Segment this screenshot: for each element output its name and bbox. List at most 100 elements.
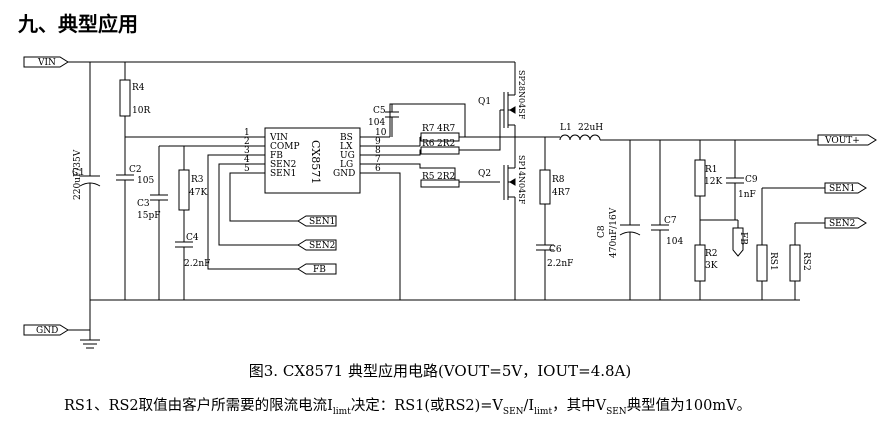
note-sub2: SEN: [502, 406, 524, 417]
q2-mosfet: Q2 SP14N04SF: [478, 155, 526, 300]
c9-ref: C9: [745, 175, 758, 185]
r1-ref: R1: [705, 165, 718, 175]
c7-capacitor: C7 104: [651, 140, 683, 300]
figure-caption: 图3. CX8571 典型应用电路(VOUT=5V，IOUT=4.8A): [248, 362, 632, 380]
vin-port: VIN: [23, 56, 69, 68]
sen1-out-port-label: SEN1: [829, 184, 855, 194]
vout-port-label: VOUT+: [824, 136, 860, 146]
c1-value: 220uF/35V: [73, 149, 83, 200]
section-heading: 九、典型应用: [18, 12, 138, 36]
cx8571-ic: 1 2 3 4 5 VIN COMP FB SEN2 SEN1 BS LX UG…: [240, 127, 390, 194]
l1-inductor: L1 22uH: [559, 123, 603, 141]
gnd-rail: [68, 299, 800, 331]
rs2-ref: RS2: [801, 252, 811, 271]
r4-ref: R4: [132, 83, 145, 93]
ic-pin4-num: 4: [244, 155, 250, 165]
c9-value: 1nF: [738, 190, 756, 200]
q1-ref: Q1: [478, 97, 491, 107]
c8-ref: C8: [597, 225, 607, 238]
ic-part-number: CX8571: [309, 140, 322, 184]
r5-ref: R5: [422, 172, 435, 182]
ic-pin6-name: GND: [333, 169, 355, 179]
note-sub1: limt: [332, 406, 351, 417]
q2-ref: Q2: [478, 169, 491, 179]
schematic: VIN GND VOUT+ SEN1 SEN2 C1 220uF/35V: [23, 56, 877, 349]
rs2-resistor: RS2: [789, 223, 811, 300]
sen2-out-port: SEN2: [795, 217, 867, 229]
gnd-port-label: GND: [36, 326, 58, 336]
r8-resistor: R8 4R7: [539, 169, 571, 245]
ic-pin9-num: 9: [375, 137, 381, 147]
c2-capacitor: C2 105: [116, 137, 154, 300]
q1-value: SP28N04SF: [517, 70, 526, 120]
note-part5: 典型值为100mV。: [626, 398, 752, 414]
note-part1: RS1、RS2取值由客户所需要的限流电流I: [64, 398, 333, 414]
ic-pin3-num: 3: [244, 146, 250, 156]
note-sub4: SEN: [606, 406, 627, 417]
ic-pin10-name: BS: [340, 133, 353, 143]
c1-ref: C1: [72, 168, 85, 178]
ic-pin9-name: LX: [340, 142, 353, 152]
q1-mosfet: Q1 SP28N04SF: [478, 62, 526, 137]
rs1-ref: RS1: [768, 252, 778, 271]
r6-resistor: R6 2R2: [420, 139, 460, 155]
c4-value: 2.2nF: [184, 259, 210, 269]
fb-node-label: FB: [738, 232, 748, 245]
note-part2: 决定：RS1(或RS2)=V: [350, 398, 503, 414]
r2-resistor: R2 3K: [694, 244, 718, 300]
c6-value: 2.2nF: [547, 259, 573, 269]
r4-resistor: R4 10R: [119, 62, 150, 137]
c5-capacitor: C5 104: [368, 104, 399, 137]
rs-selection-note: RS1、RS2取值由客户所需要的限流电流Ilimt决定：RS1(或RS2)=VS…: [64, 394, 751, 417]
r8-ref: R8: [552, 175, 565, 185]
fb-in-port: FB: [297, 263, 337, 275]
r5-resistor: R5 2R2: [420, 172, 460, 188]
c7-ref: C7: [664, 216, 677, 226]
vout-port: VOUT+: [600, 134, 877, 146]
r1-resistor: R1 12K: [694, 159, 722, 197]
ic-pin2-name: COMP: [270, 142, 300, 152]
c7-value: 104: [666, 237, 683, 247]
r2-value: 3K: [705, 261, 718, 271]
c3-value: 15pF: [137, 211, 160, 221]
ic-pin1-name: VIN: [269, 133, 288, 143]
c3-ref: C3: [137, 199, 150, 209]
c4-ref: C4: [186, 233, 199, 243]
c2-value: 105: [137, 176, 154, 186]
ic-pin5-name: SEN1: [270, 169, 296, 179]
ic-pin6-num: 6: [375, 164, 381, 174]
c8-value: 470uF/16V: [609, 207, 619, 258]
fb-node-tag: FB: [732, 220, 748, 257]
r3-value: 47K: [189, 188, 207, 198]
r5-value: 2R2: [437, 172, 455, 182]
ground-symbol: [80, 330, 100, 349]
c5-value: 104: [368, 118, 385, 128]
r1-value: 12K: [704, 177, 722, 187]
note-part3: /I: [523, 398, 535, 414]
r7-resistor: R7 4R7: [420, 124, 460, 142]
sen1-in-port-label: SEN1: [309, 217, 335, 227]
sen2-out-port-label: SEN2: [829, 219, 855, 229]
fb-in-port-label: FB: [313, 265, 326, 275]
c2-ref: C2: [129, 165, 142, 175]
gnd-port: GND: [23, 324, 69, 336]
r6-ref: R6: [422, 139, 435, 149]
note-part4: ，其中V: [552, 398, 607, 414]
c3-capacitor: C3 15pF: [137, 194, 168, 300]
ic-pin1-num: 1: [244, 128, 250, 138]
ic-pin8-name: UG: [340, 151, 355, 161]
c6-ref: C6: [549, 245, 562, 255]
sen2-in-port-label: SEN2: [309, 241, 335, 251]
r3-resistor: R3 47K: [178, 169, 207, 242]
c4-capacitor: C4 2.2nF: [175, 233, 210, 300]
ic-pin3-name: FB: [270, 151, 283, 161]
ic-pin2-num: 2: [244, 137, 250, 147]
r7-ref: R7: [422, 124, 435, 134]
ic-pin8-num: 8: [375, 146, 381, 156]
r6-value: 2R2: [437, 139, 455, 149]
vin-port-label: VIN: [37, 58, 56, 68]
ic-pin4-name: SEN2: [270, 160, 296, 170]
l1-value: 22uH: [578, 123, 603, 133]
ic-pin7-num: 7: [375, 155, 381, 165]
r7-value: 4R7: [437, 124, 456, 134]
